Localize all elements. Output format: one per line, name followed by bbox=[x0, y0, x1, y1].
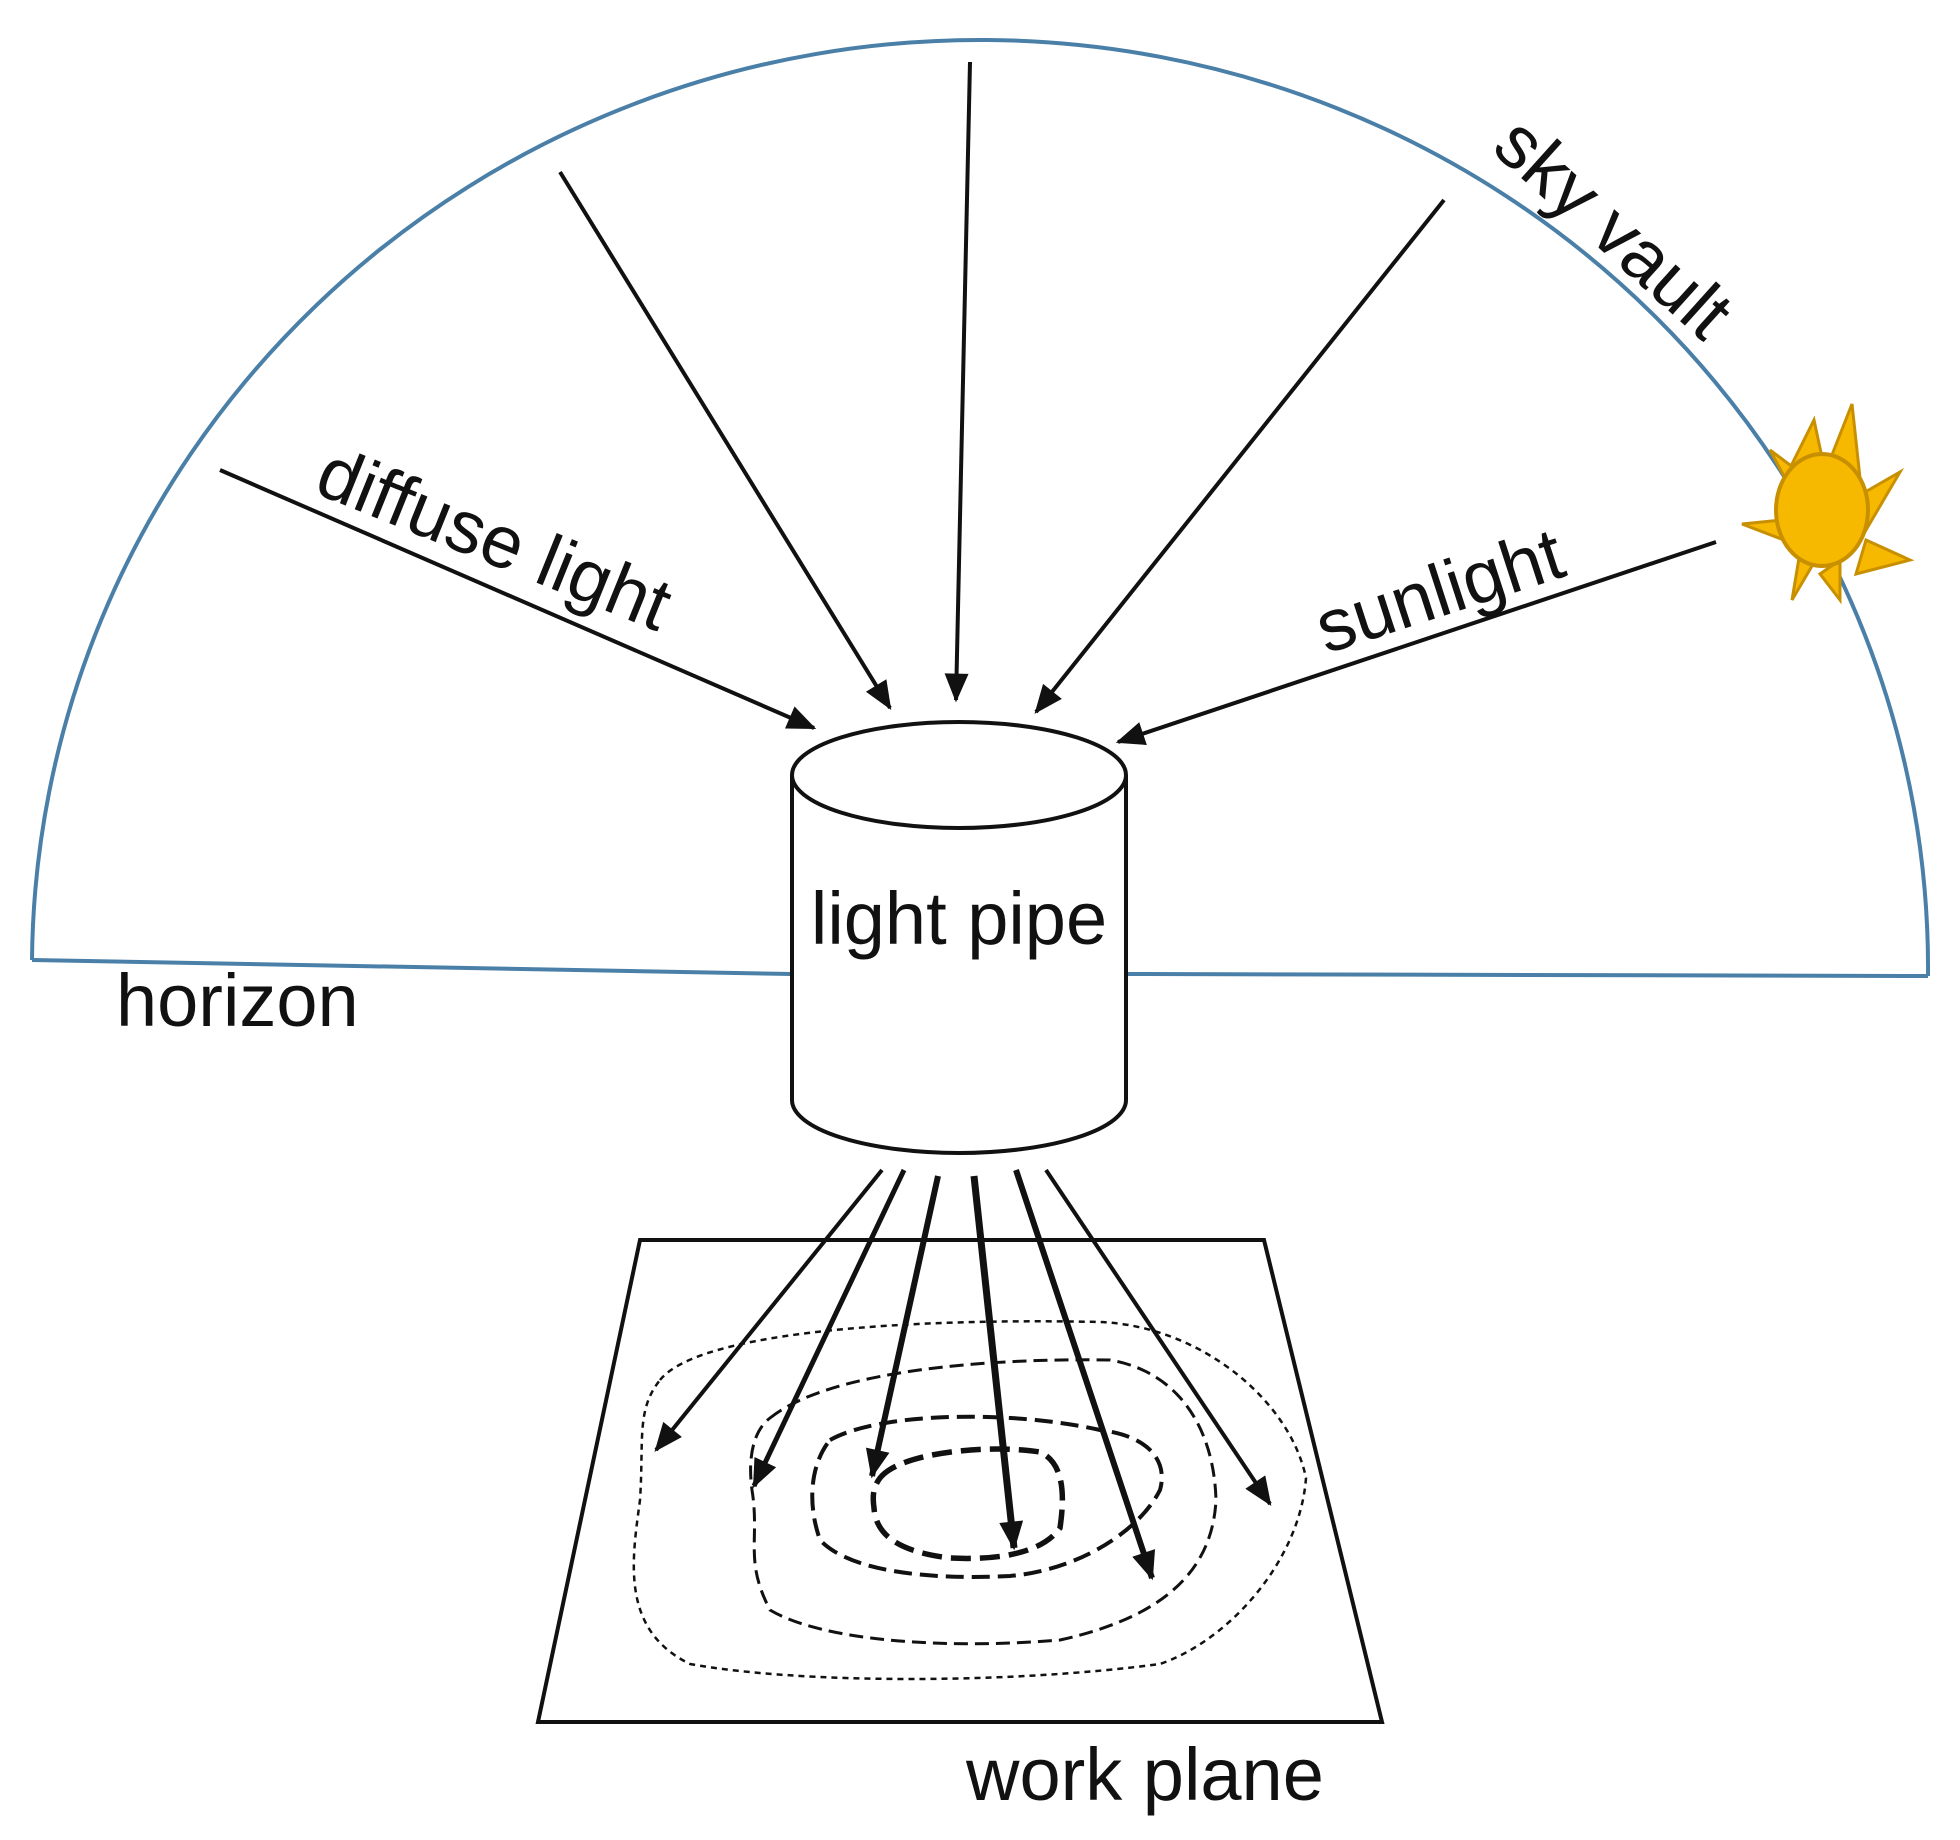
contour-3 bbox=[749, 1358, 1218, 1646]
output-ray-5 bbox=[1013, 1169, 1156, 1581]
diffuse-light-label: diffuse light bbox=[306, 430, 683, 647]
diffuse-ray-3 bbox=[944, 61, 972, 703]
incoming-rays bbox=[219, 61, 1717, 746]
horizon-line-right bbox=[1125, 972, 1929, 978]
output-ray-1 bbox=[654, 1168, 884, 1452]
work-plane bbox=[535, 1238, 1385, 1724]
output-ray-6 bbox=[1044, 1168, 1272, 1506]
light-pipe-cylinder bbox=[790, 720, 1128, 1155]
horizon-label: horizon bbox=[116, 959, 359, 1042]
diffuse-ray-2 bbox=[558, 170, 892, 711]
illuminance-contours bbox=[632, 1320, 1308, 1681]
diffuse-light-ray bbox=[219, 468, 817, 730]
diffuse-ray-4 bbox=[1034, 198, 1446, 714]
light-pipe-top bbox=[790, 720, 1128, 830]
contour-inner bbox=[870, 1446, 1066, 1562]
output-ray-2 bbox=[751, 1168, 907, 1489]
output-ray-3 bbox=[865, 1175, 941, 1479]
outgoing-rays bbox=[654, 1168, 1272, 1581]
contour-outer bbox=[632, 1320, 1308, 1681]
output-ray-4 bbox=[970, 1175, 1024, 1551]
sunlight-label: sunlight bbox=[1305, 511, 1574, 669]
contour-2 bbox=[810, 1414, 1164, 1579]
light-pipe-label: light pipe bbox=[811, 877, 1107, 960]
sky-vault-label: sky vault bbox=[1479, 100, 1749, 355]
sun-icon bbox=[1741, 403, 1915, 605]
horizon-line-left bbox=[31, 958, 793, 976]
sunlight-ray bbox=[1115, 540, 1717, 746]
work-plane-label: work plane bbox=[965, 1733, 1324, 1816]
